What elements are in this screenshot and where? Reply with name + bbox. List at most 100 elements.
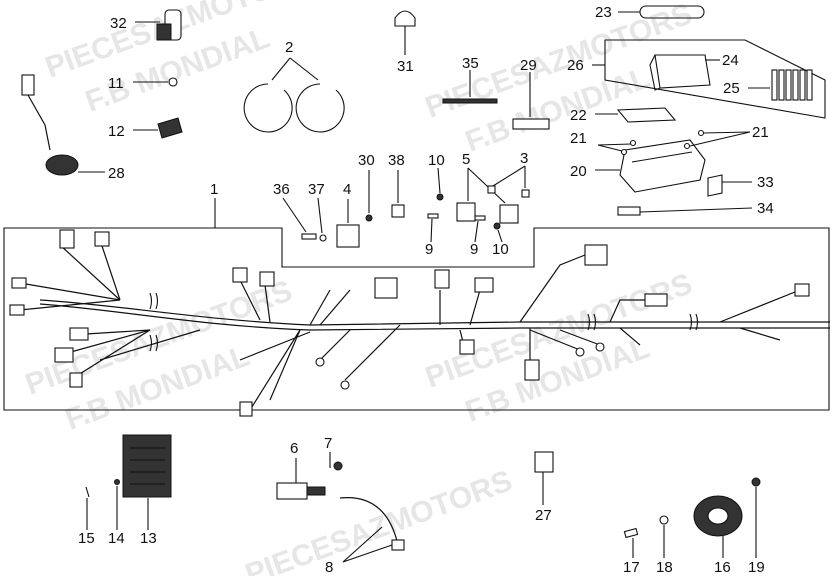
part-33-pad: 33 bbox=[707, 174, 774, 197]
callout-21a: 21 bbox=[570, 130, 587, 147]
harness-far-right-branches bbox=[609, 289, 801, 346]
part-30-nut: 30 bbox=[358, 152, 375, 222]
leader-8b bbox=[342, 544, 393, 563]
harness-connector bbox=[11, 277, 27, 289]
nut-30 bbox=[365, 214, 373, 222]
fuse bbox=[806, 69, 813, 101]
leader-8a bbox=[342, 526, 383, 563]
switch-6-body bbox=[276, 482, 308, 500]
harness-connector bbox=[259, 271, 275, 287]
harness-break bbox=[149, 292, 159, 310]
harness-connector bbox=[524, 359, 540, 381]
leader-21b2 bbox=[689, 131, 751, 147]
harness-middle-branches bbox=[239, 279, 351, 411]
harness-break bbox=[689, 313, 699, 331]
leader-9a bbox=[430, 218, 433, 243]
part-5-relays: 5 bbox=[456, 151, 519, 224]
module-24-side bbox=[649, 54, 661, 91]
harness-right-branches bbox=[519, 254, 601, 360]
harness-trunk-lower bbox=[39, 303, 830, 331]
part-20-fusebox: 21 21 20 bbox=[570, 124, 769, 193]
callout-13: 13 bbox=[140, 530, 157, 547]
callout-19: 19 bbox=[748, 559, 765, 576]
part-23-band: 23 bbox=[595, 4, 705, 21]
part-29-strip: 29 bbox=[512, 57, 550, 130]
fuse bbox=[799, 69, 806, 101]
connector-27 bbox=[534, 451, 554, 473]
callout-20: 20 bbox=[570, 163, 587, 180]
part-4-relay: 4 bbox=[336, 181, 360, 248]
callout-6: 6 bbox=[290, 440, 298, 457]
callout-12: 12 bbox=[108, 123, 125, 140]
callout-35: 35 bbox=[462, 55, 479, 72]
harness-ring-terminal bbox=[340, 380, 350, 390]
sensor-body bbox=[45, 154, 79, 176]
screw-21 bbox=[629, 139, 637, 147]
harness-left-branches bbox=[19, 239, 121, 311]
relay-5b bbox=[499, 204, 519, 224]
fusebox-20 bbox=[619, 139, 706, 193]
callout-8: 8 bbox=[325, 559, 333, 576]
harness-connector bbox=[584, 244, 608, 266]
fuses-25 bbox=[771, 69, 813, 101]
harness-connector bbox=[794, 283, 810, 297]
fuse bbox=[785, 69, 792, 101]
callout-33: 33 bbox=[757, 174, 774, 191]
leader-21a2 bbox=[597, 143, 632, 146]
part-10-nut-b: 10 bbox=[492, 222, 509, 258]
part-3-clips: 3 bbox=[487, 150, 530, 198]
callout-26: 26 bbox=[567, 57, 584, 74]
callout-29: 29 bbox=[520, 57, 537, 74]
callout-28: 28 bbox=[108, 165, 125, 182]
callout-9a: 9 bbox=[425, 241, 433, 258]
pad-33 bbox=[707, 174, 723, 197]
horn-16-center bbox=[707, 507, 729, 525]
callout-5: 5 bbox=[462, 151, 470, 168]
screw-21 bbox=[620, 148, 628, 156]
harness-connector bbox=[54, 347, 74, 363]
callout-22: 22 bbox=[570, 107, 587, 124]
module-24 bbox=[654, 54, 711, 89]
bolt-9b bbox=[474, 215, 486, 221]
leader-5b bbox=[467, 167, 506, 204]
leader-10a bbox=[437, 167, 441, 194]
callout-27: 27 bbox=[535, 507, 552, 524]
regulator-13 bbox=[122, 434, 172, 498]
part-34-pad: 34 bbox=[617, 200, 774, 217]
pin-15 bbox=[85, 486, 90, 498]
part-18-washer: 18 bbox=[656, 515, 673, 576]
callout-14: 14 bbox=[108, 530, 125, 547]
clip-38 bbox=[391, 204, 405, 218]
clip-3b bbox=[521, 189, 530, 198]
sensor-8-tip bbox=[391, 539, 405, 551]
callout-10b: 10 bbox=[492, 241, 509, 258]
part-32-clip: 32 bbox=[110, 9, 182, 41]
leader-21b bbox=[702, 131, 751, 134]
leader-36 bbox=[282, 197, 307, 233]
leader-9b bbox=[474, 220, 479, 243]
sensor-8-wire bbox=[339, 497, 399, 546]
strip-29 bbox=[512, 118, 550, 130]
callout-7: 7 bbox=[324, 435, 332, 452]
callout-23: 23 bbox=[595, 4, 612, 21]
leader-21a bbox=[597, 144, 623, 152]
leader-2b bbox=[289, 57, 319, 81]
part-36-bolt: 36 bbox=[273, 181, 317, 240]
kit-frame-26 bbox=[604, 39, 826, 119]
nut-19 bbox=[751, 477, 761, 487]
bolt-9a bbox=[427, 213, 439, 219]
harness-ring-terminal bbox=[315, 357, 325, 367]
leader-34 bbox=[639, 207, 753, 213]
harness-connector bbox=[644, 293, 668, 307]
harness-break bbox=[587, 313, 597, 331]
harness-connector bbox=[69, 327, 89, 341]
callout-31: 31 bbox=[397, 58, 414, 75]
clip-3a bbox=[487, 185, 496, 194]
fuse bbox=[771, 69, 778, 101]
harness-connector bbox=[69, 372, 83, 388]
switch-6-plug bbox=[306, 486, 326, 496]
callout-24: 24 bbox=[722, 52, 739, 69]
part-28-sensor-cable: 28 bbox=[21, 74, 125, 182]
clamp-body bbox=[157, 117, 183, 139]
